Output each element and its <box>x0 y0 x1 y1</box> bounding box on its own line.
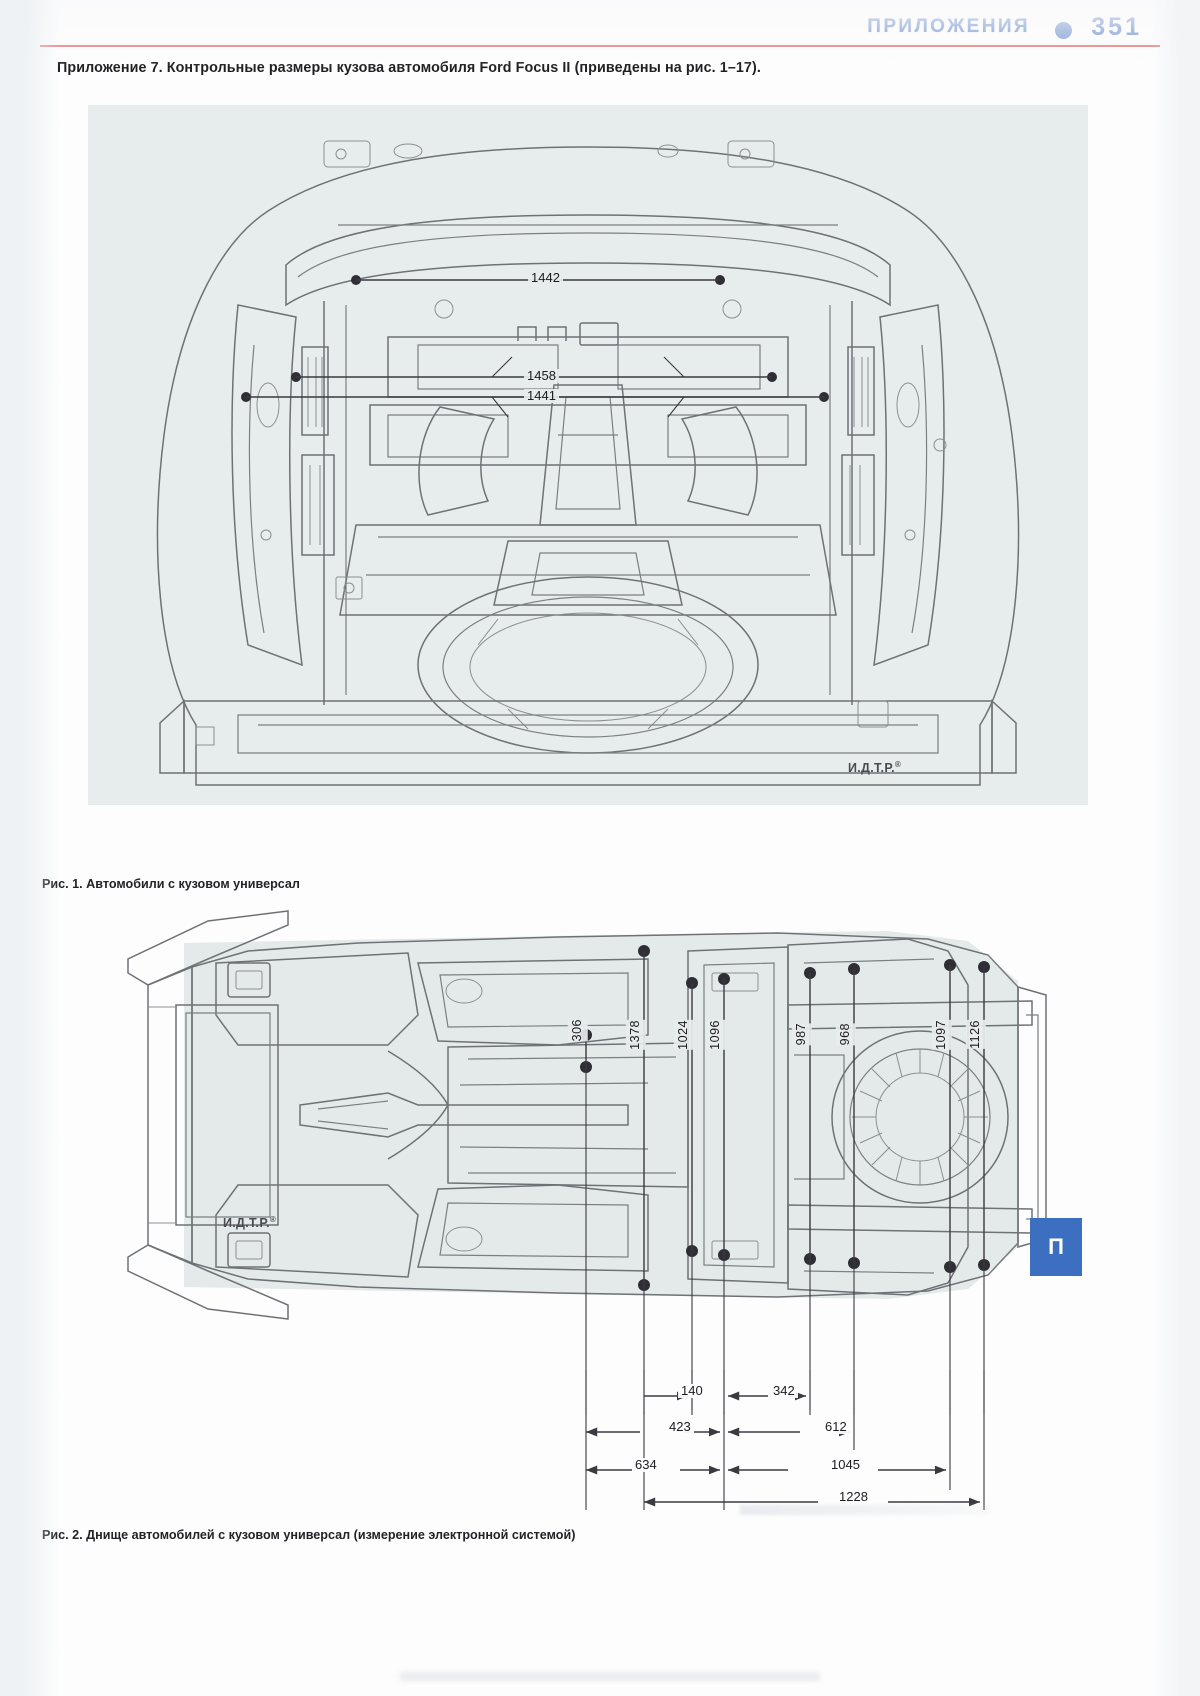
dimension-label-1378: 1378 <box>626 1020 646 1050</box>
section-index-tab[interactable]: П <box>1030 1218 1082 1276</box>
figure-1-svg <box>156 140 1020 786</box>
figure-2-svg <box>127 910 1047 1415</box>
dimension-label-1441: 1441 <box>524 388 559 404</box>
dimension-label-306: 306 <box>568 1019 588 1042</box>
dimension-label-1126: 1126 <box>966 1020 986 1049</box>
dimension-label-1096: 1096 <box>706 1020 726 1050</box>
horizontal-dimension-ladder <box>585 1370 985 1510</box>
dimension-label-1024: 1024 <box>674 1020 694 1050</box>
dimension-label-342: 342 <box>770 1383 798 1399</box>
dimension-label-1228: 1228 <box>836 1489 871 1505</box>
dimension-label-634: 634 <box>632 1457 660 1473</box>
watermark-text: И.Д.Т.Р. <box>223 1216 270 1231</box>
watermark-text: И.Д.Т.Р. <box>848 761 895 776</box>
page-number: 351 <box>1091 13 1142 41</box>
dimension-label-423: 423 <box>666 1419 694 1435</box>
figure-2-watermark: И.Д.Т.Р.® <box>223 1215 276 1230</box>
header-divider <box>40 45 1160 47</box>
figure-2-underbody-drawing: 306 1378 1024 1096 987 968 1097 1126 И.Д… <box>88 855 1088 1415</box>
index-tab-label: П <box>1048 1234 1064 1259</box>
dimension-label-1458: 1458 <box>524 368 559 384</box>
dimension-label-140: 140 <box>678 1383 706 1399</box>
watermark-mark: ® <box>894 760 902 769</box>
dimension-label-1097: 1097 <box>932 1020 952 1050</box>
circle-bullet-icon <box>1055 22 1072 39</box>
dimension-label-987: 987 <box>792 1023 812 1046</box>
figure-1-watermark: И.Д.Т.Р.® <box>848 760 901 775</box>
appendix-intro-text: Приложение 7. Контрольные размеры кузова… <box>57 60 761 76</box>
dimension-label-968: 968 <box>836 1023 856 1046</box>
watermark-mark: ® <box>269 1215 277 1224</box>
page-header: ПРИЛОЖЕНИЯ 351 <box>0 0 1200 47</box>
page-footer-smudge <box>740 1505 990 1515</box>
page-footer-band <box>400 1672 820 1681</box>
dimension-label-1442: 1442 <box>528 270 563 286</box>
figure-2-caption: Рис. 2. Днище автомобилей с кузовом унив… <box>42 1528 576 1542</box>
dimension-label-612: 612 <box>822 1419 850 1435</box>
dimension-label-1045: 1045 <box>828 1457 863 1473</box>
section-title: ПРИЛОЖЕНИЯ <box>867 16 1030 37</box>
figure-1-rear-body-drawing: 1442 1458 1441 И.Д.Т.Р.® <box>88 105 1088 805</box>
